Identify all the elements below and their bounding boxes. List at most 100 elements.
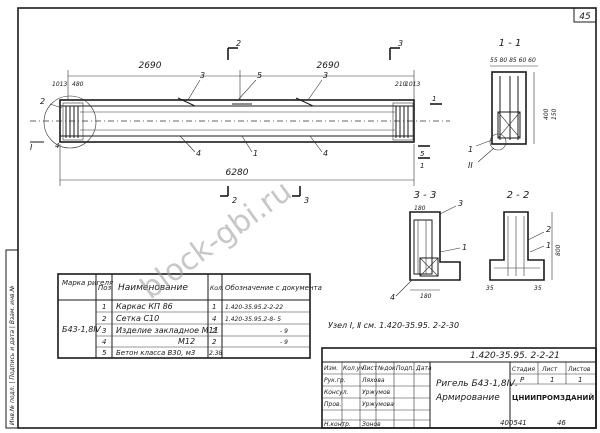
table-header-name: Наименование (118, 283, 188, 293)
node-circle (43, 95, 97, 149)
table-header-doc: Обозначение с документа (225, 284, 322, 292)
table-row: 2 Сетка С10 4 1.420-35.95.2-8- 5 (102, 314, 281, 323)
row-label: Кол.уч. (343, 365, 366, 372)
person-name: Уржумов (362, 389, 391, 396)
section-33-dim-top: 180 (414, 205, 426, 212)
svg-text:- 9: - 9 (280, 328, 288, 335)
svg-text:5: 5 (420, 150, 425, 158)
svg-text:3: 3 (102, 327, 106, 335)
person-name: Ляхова (361, 377, 385, 384)
section-2-2: 2 - 2 2 1 800 35 35 (486, 190, 562, 292)
table-row: 3 Изделие закладное М11 2 - 9 (102, 326, 288, 335)
cage-right (392, 102, 414, 141)
footer-strip: 400541 46 (500, 419, 566, 427)
dim-small-right-a: 210 (395, 81, 407, 88)
svg-text:Сетка С10: Сетка С10 (116, 314, 159, 323)
person-role: Пров. (324, 401, 342, 408)
dim-small-right-b: 1013 (405, 81, 420, 88)
svg-text:4: 4 (55, 142, 59, 150)
svg-text:2: 2 (212, 338, 217, 346)
pos-1: 1 (253, 149, 258, 158)
stage-value: Р (520, 376, 525, 384)
pos-3-left: 3 (200, 71, 205, 80)
table-header-pos: Поз. (98, 284, 114, 292)
section-11-dims-top: 55 80 85 60 60 (490, 57, 536, 64)
title-line2: Армирование (435, 393, 500, 403)
side-stamp-frame (5, 249, 19, 429)
title-line1: Ригель Б43-1,8Ⅳ. (436, 379, 518, 389)
cut-2-bottom: 2 (232, 196, 237, 205)
section-33-outline (409, 211, 461, 281)
section-11-title: 1 - 1 (499, 38, 522, 49)
row-label: Лист (361, 365, 378, 372)
page-number-box (573, 7, 597, 23)
dim-left: 2690 (139, 61, 162, 71)
beam-elevation: 2690 2690 1013 480 210 1013 (30, 39, 450, 205)
svg-text:5: 5 (102, 349, 107, 357)
person-role: Консул. (324, 389, 349, 396)
title-block: 1.420-35.95. 2-2-21 Изм. Кол.уч. Лист №д… (321, 347, 597, 429)
cage-left (62, 102, 84, 141)
sheet-label: Лист (541, 366, 558, 373)
cut-3-bottom: 3 (304, 196, 309, 205)
stage-label: Стадия (512, 366, 535, 373)
svg-text:4: 4 (212, 315, 216, 323)
row-label: Подп. (396, 365, 414, 372)
svg-text:2: 2 (102, 315, 107, 323)
sheet-value: 1 (550, 376, 554, 384)
dim-total: 6280 (226, 168, 249, 178)
dim-small-left-b: 480 (72, 81, 84, 88)
svg-text:4: 4 (102, 338, 106, 346)
svg-text:1.420-35.95.2-8- 5: 1.420-35.95.2-8- 5 (225, 316, 281, 323)
svg-text:1: 1 (102, 303, 106, 311)
section-22-dim-right: 35 (534, 285, 542, 292)
table-header-mark: Марка ригеля (62, 279, 113, 287)
dim-right: 2690 (317, 61, 340, 71)
svg-text:1: 1 (432, 95, 436, 103)
title-code: 1.420-35.95. 2-2-21 (470, 351, 560, 361)
table-row: 5 Бетон класса В30, м3 2.38 (102, 349, 223, 357)
cut-I-mark: I (30, 143, 33, 152)
table-mark: Б43-1,8Ⅳ (62, 325, 101, 334)
section-11-dim-side2: 150 (551, 108, 558, 120)
pos-2: 2 (40, 97, 45, 106)
section-11-dim-side: 400 (543, 108, 550, 120)
svg-text:Бетон класса В30, м3: Бетон класса В30, м3 (116, 349, 195, 357)
pos-5: 5 (257, 71, 262, 80)
footer-code-label: 400541 (500, 419, 527, 427)
section-11-outline (491, 71, 527, 145)
section-33-label-1: 1 (462, 243, 467, 252)
svg-text:1: 1 (212, 303, 216, 311)
org-name: ЦНИИПРОМЗДАНИЙ (512, 393, 594, 402)
person-role: Рук.гр. (324, 377, 346, 384)
footer-sheet: 46 (556, 419, 566, 427)
section-22-label-2: 2 (546, 225, 551, 234)
section-22-dim-left: 35 (486, 285, 494, 292)
section-3-3: 3 - 3 180 3 1 4 180 (390, 190, 467, 302)
svg-text:2.38: 2.38 (209, 350, 223, 357)
cut-2-top: 2 (236, 39, 241, 48)
sheet-frame (17, 7, 597, 429)
section-22-dim-side: 800 (555, 244, 562, 256)
sheets-label: Листов (567, 366, 591, 373)
cut-3-top: 3 (398, 39, 403, 48)
person-role: Н.контр. (324, 421, 351, 428)
svg-text:- 9: - 9 (280, 339, 288, 346)
section-11-label-1: 1 (468, 145, 473, 154)
pos-3-right: 3 (323, 71, 328, 80)
svg-text:1: 1 (420, 162, 424, 170)
sheets-value: 1 (578, 376, 582, 384)
svg-text:Каркас КП 86: Каркас КП 86 (116, 302, 173, 311)
page-number: 45 (579, 12, 591, 22)
section-1-1: 1 - 1 55 80 85 60 60 400 150 1 II (468, 38, 558, 170)
svg-text:Изделие закладное М11: Изделие закладное М11 (116, 326, 219, 335)
spec-table: Марка ригеля Поз. Наименование Кол. Обоз… (57, 273, 322, 359)
person-name: Зонов (362, 421, 381, 428)
section-33-label-4: 4 (390, 293, 395, 302)
pos-4-right: 4 (323, 149, 328, 158)
person-name: Уржумова (362, 401, 394, 408)
section-22-outline (489, 211, 545, 281)
dim-small-left-a: 1013 (52, 81, 67, 88)
